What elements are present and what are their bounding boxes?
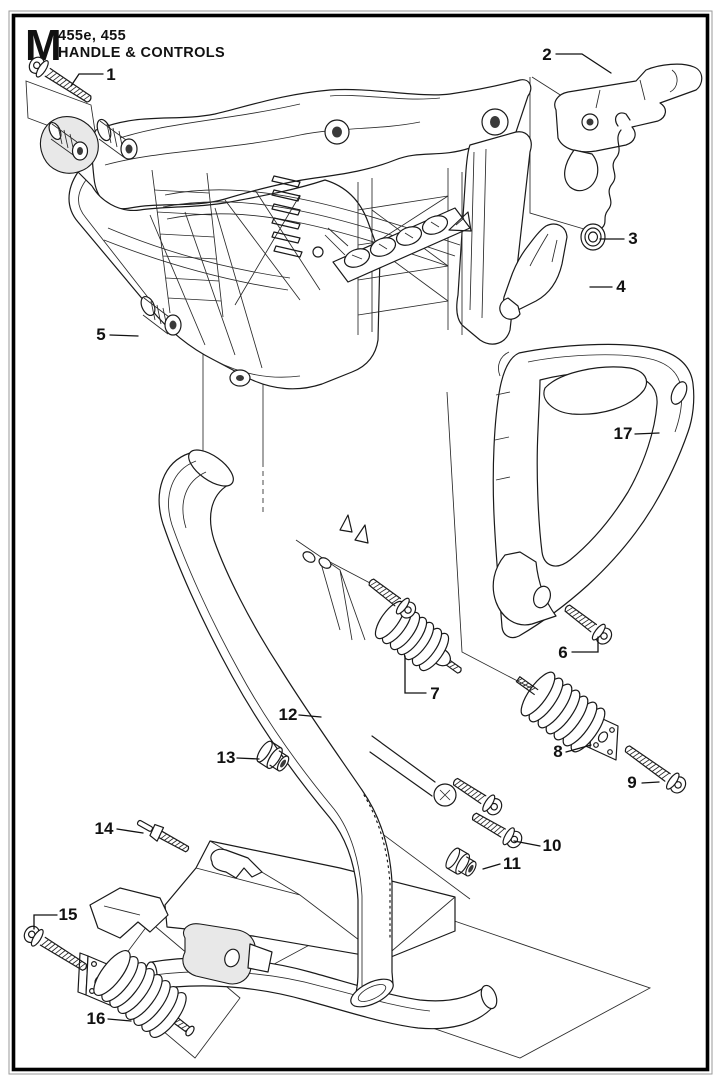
grip-tube	[144, 923, 498, 1030]
callout-9: 9	[627, 773, 636, 792]
leader-line-6	[571, 636, 599, 653]
leader-line-2	[555, 53, 612, 74]
page-border-frame	[11, 13, 710, 1072]
part-screw-6	[559, 599, 616, 649]
callout-12: 12	[279, 705, 298, 724]
leader-line-11	[482, 863, 501, 870]
leader-line-15	[33, 914, 58, 930]
callout-17: 17	[614, 424, 633, 443]
callout-10: 10	[543, 836, 562, 855]
leader-line-1	[70, 73, 104, 87]
part-bushing-11	[442, 845, 481, 881]
leader-line-5	[109, 334, 139, 337]
callout-13: 13	[217, 748, 236, 767]
leader-line-10	[513, 840, 541, 847]
callout-3: 3	[628, 229, 637, 248]
part-rear-handle-housing	[40, 79, 532, 390]
callout-2: 2	[542, 45, 551, 64]
leader-line-9	[641, 781, 660, 784]
part-side-cover	[492, 343, 695, 639]
grip-slats	[271, 175, 349, 258]
leader-line-16	[107, 1018, 132, 1022]
callout-6: 6	[558, 643, 567, 662]
part-stud-14	[136, 819, 190, 853]
ribbed-mount-center	[96, 118, 138, 160]
page-title: HANDLE & CONTROLS	[58, 45, 225, 61]
callout-15: 15	[59, 905, 78, 924]
outer-frame-line	[8, 10, 713, 1075]
leader-line-12	[298, 714, 322, 718]
callout-11: 11	[503, 854, 521, 873]
callouts: 1 2 3 4 5 6 7 8 9 10 11 12 13 14 15 16 1	[33, 45, 660, 1028]
part-av-spring-16	[77, 950, 195, 1038]
warning-symbol-band	[332, 207, 472, 283]
callout-16: 16	[87, 1009, 106, 1028]
part-av-spring-7	[374, 600, 462, 674]
leader-line-7	[404, 655, 427, 694]
part-front-handle	[158, 449, 394, 1008]
callout-8: 8	[553, 742, 562, 761]
callout-1: 1	[106, 65, 115, 84]
leader-line-17	[634, 432, 660, 435]
part-throttle-lockout	[499, 223, 568, 320]
callout-14: 14	[95, 819, 114, 838]
callout-4: 4	[616, 277, 626, 296]
leader-line-14	[116, 828, 144, 834]
part-trigger-spring	[580, 112, 631, 251]
leader-line-13	[236, 757, 260, 760]
leader-line-8	[565, 744, 592, 753]
handle-mount-bracket	[295, 514, 369, 641]
callout-7: 7	[430, 684, 439, 703]
ribbed-mount-lower	[140, 295, 182, 336]
model-numbers: 455e, 455	[58, 28, 126, 44]
part-screw-10a	[448, 772, 506, 820]
part-throttle-trigger	[554, 63, 703, 192]
part-av-spring-8	[515, 671, 619, 761]
callout-5: 5	[96, 325, 105, 344]
ribbed-mount-left	[48, 121, 89, 161]
title-block: M 455e, 455 HANDLE & CONTROLS	[25, 21, 225, 70]
